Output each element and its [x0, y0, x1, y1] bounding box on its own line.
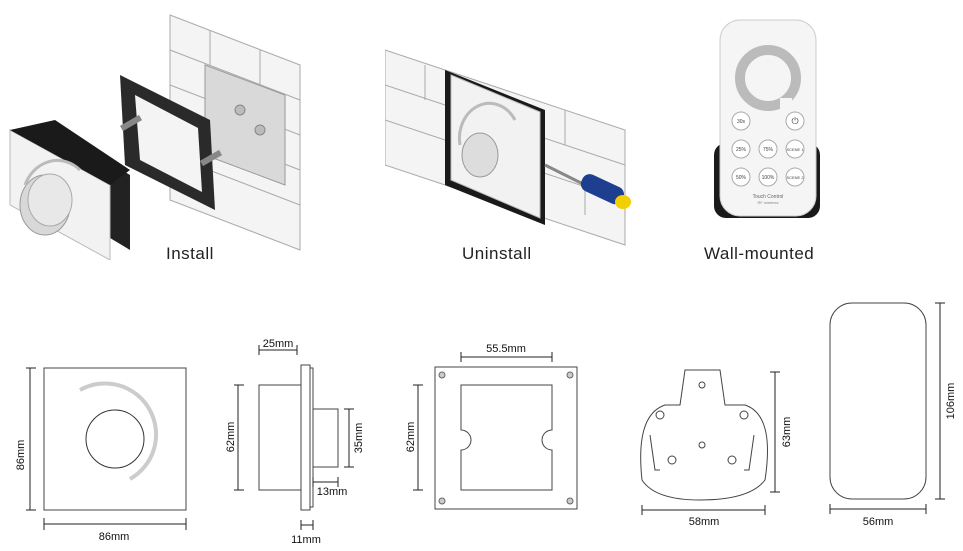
svg-text:30s: 30s [737, 119, 746, 125]
uninstall-illustration [385, 49, 631, 246]
dim-box-width: 55.5mm [486, 343, 526, 355]
dim-box-height: 62mm [405, 422, 417, 453]
svg-text:75%: 75% [763, 147, 774, 153]
button-75[interactable] [758, 139, 778, 159]
button-50[interactable] [731, 167, 751, 187]
power-button[interactable] [785, 111, 805, 131]
button-100[interactable] [758, 167, 778, 187]
touch-ring [735, 45, 801, 111]
dim-side-plate: 11mm [291, 534, 321, 546]
dim-panel-width: 86mm [99, 531, 130, 543]
dim-panel-height: 86mm [15, 440, 27, 471]
caption-wall-mounted: Wall-mounted [704, 244, 815, 263]
screwdriver [544, 163, 631, 209]
dim-holder-width: 58mm [689, 516, 720, 528]
panel-front-drawing: 86mm 86mm [15, 367, 187, 543]
svg-text:50%: 50% [736, 175, 747, 181]
dim-side-knob-depth: 13mm [317, 486, 348, 498]
dim-side-depth: 25mm [263, 338, 294, 350]
button-30s[interactable] [731, 111, 751, 131]
svg-text:⏻: ⏻ [791, 116, 798, 126]
svg-text:25%: 25% [736, 147, 747, 153]
remote-footer-sub: RF wireless [758, 200, 779, 205]
caption-uninstall: Uninstall [462, 244, 532, 263]
install-illustration [9, 14, 301, 260]
dimmer-panel [9, 120, 130, 260]
dim-side-knob-height: 35mm [353, 423, 365, 454]
dim-holder-height: 63mm [781, 417, 793, 448]
svg-text:100%: 100% [762, 175, 775, 181]
remote-outline-drawing: 106mm 56mm [829, 302, 957, 528]
button-scene-2[interactable] [785, 167, 805, 187]
panel-side-drawing: 25mm 62mm 35mm 13mm 11mm [225, 338, 365, 546]
button-25[interactable] [731, 139, 751, 159]
holder-drawing: 63mm 58mm [640, 369, 793, 528]
button-scene-1[interactable] [785, 139, 805, 159]
dim-side-height: 62mm [225, 422, 237, 453]
caption-install: Install [166, 244, 214, 263]
remote-illustration: 30s ⏻ 25% 75% SCENE 1 50% 100% SCENE 2 T… [714, 19, 820, 218]
mounting-frame [119, 75, 223, 210]
back-box-drawing: 55.5mm 62mm [405, 343, 578, 510]
svg-text:SCENE 2: SCENE 2 [786, 175, 804, 180]
remote-footer: Touch Control [753, 194, 784, 200]
svg-text:SCENE 1: SCENE 1 [786, 147, 804, 152]
dim-remote-height: 106mm [945, 383, 957, 420]
dim-remote-width: 56mm [863, 516, 894, 528]
